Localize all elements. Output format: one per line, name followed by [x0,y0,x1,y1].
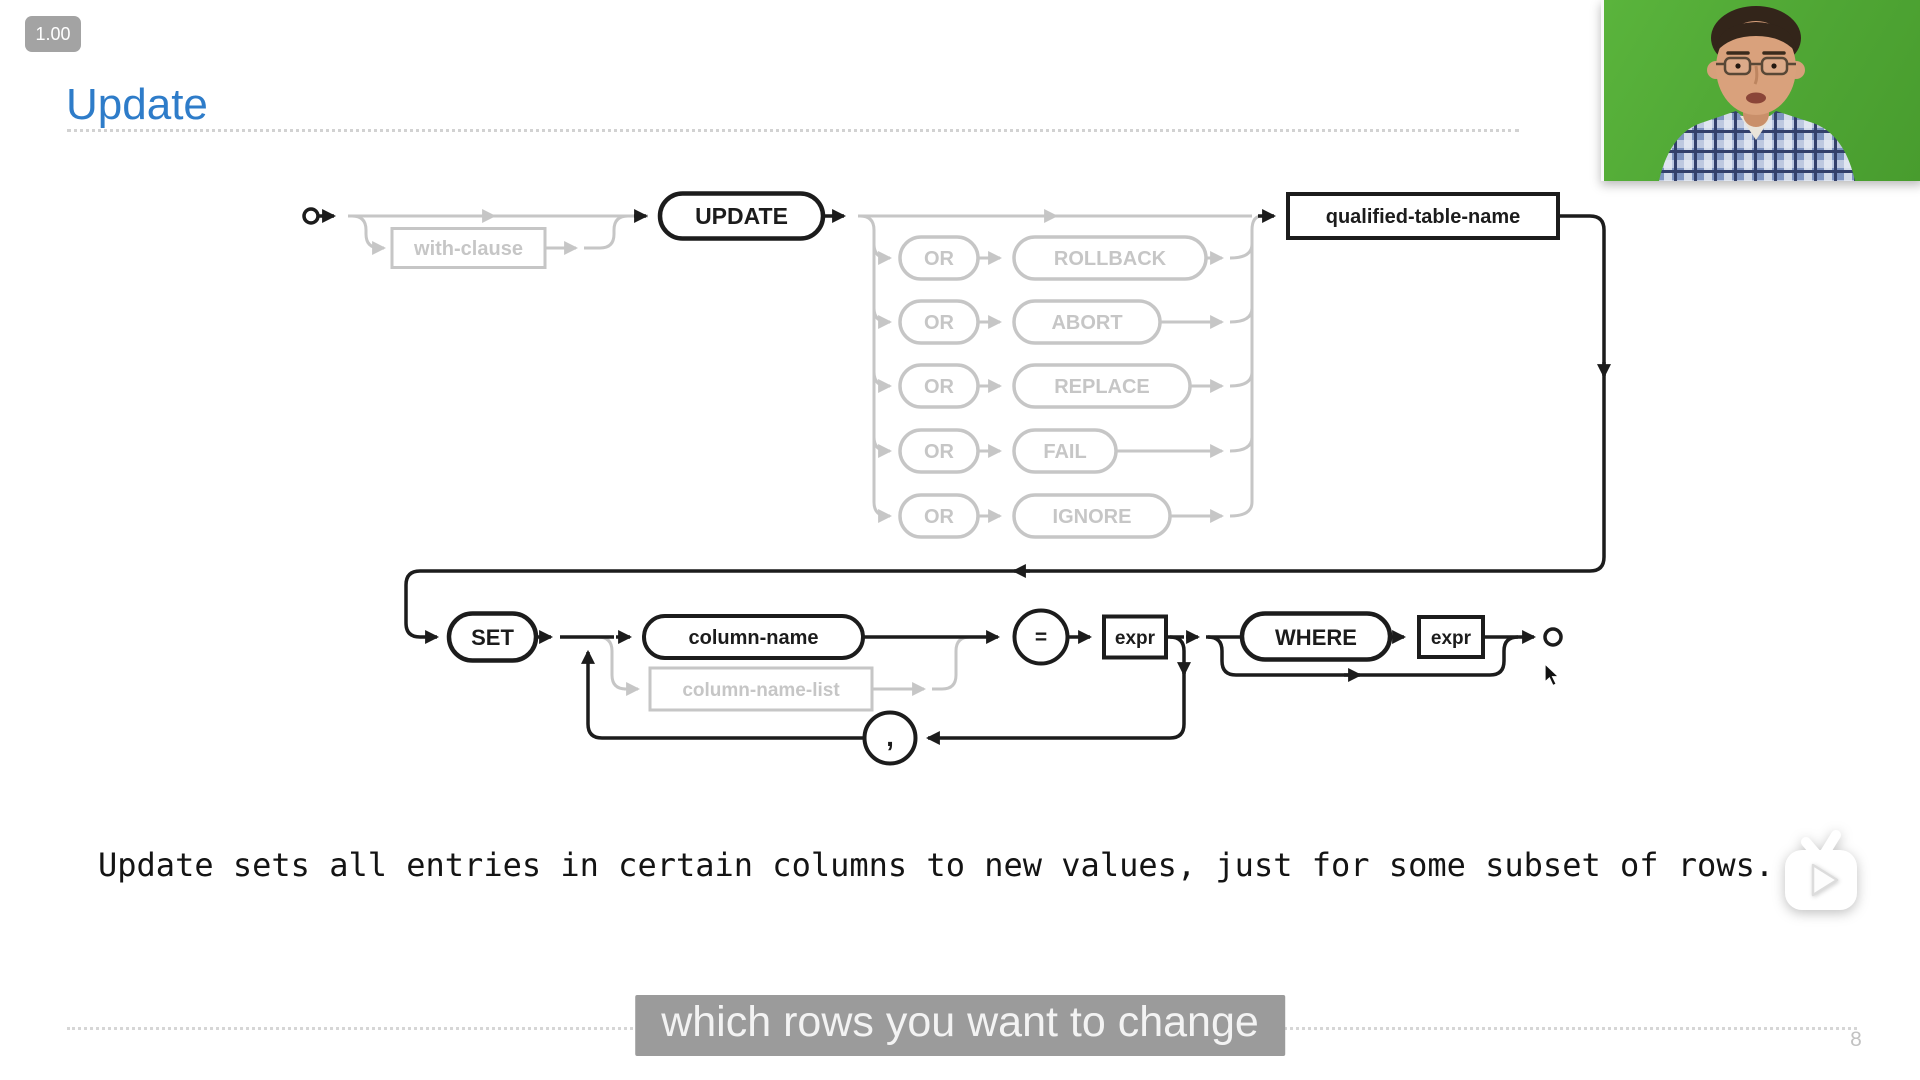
or-label: OR [924,376,955,398]
or-label: OR [924,248,955,270]
slide-body-text: Update sets all entries in certain colum… [98,846,1775,884]
or-pill [898,493,980,539]
column-name-pill [642,614,865,660]
or-pill [898,235,980,281]
set-pill [446,611,539,663]
tv-play-glyph [1785,830,1857,910]
presenter-figure [1659,6,1855,181]
replace-pill [1012,363,1192,409]
column-name-label: column-name [688,627,818,649]
webcam-video[interactable] [1601,0,1920,181]
or-pill [898,299,980,345]
rollback-pill [1012,235,1208,281]
title-divider [67,129,1519,132]
fail-pill [1012,428,1118,474]
column-name-list-label: column-name-list [682,680,840,701]
column-name-list-box [648,666,874,712]
rollback-label: ROLLBACK [1054,248,1167,270]
or-pill [898,363,980,409]
or-label: OR [924,441,955,463]
mouse-cursor-icon [1544,663,1561,687]
equals-circle [1012,608,1070,666]
ignore-label: IGNORE [1053,506,1132,528]
update-label: UPDATE [695,203,788,229]
page-number: 8 [1850,1028,1862,1051]
comma-label: , [886,721,894,752]
replace-label: REPLACE [1054,376,1150,398]
diagram-inactive-lines [348,209,1263,696]
or-label: OR [924,506,955,528]
with-clause-box [390,227,547,269]
diagram-inactive-nodes: with-clause OR OR OR OR OR ROLLBACK ABOR… [390,227,1208,712]
or-label: OR [924,312,955,334]
subtitle-caption: which rows you want to change [635,995,1285,1056]
equals-label: = [1035,626,1047,649]
diagram-active-lines [302,207,1611,745]
or-pill [898,428,980,474]
qualified-table-name-label: qualified-table-name [1326,206,1520,228]
presenter-shirt [1659,111,1855,181]
comma-circle [862,710,918,766]
expr-box [1102,614,1168,660]
expr2-box [1417,615,1485,659]
where-label: WHERE [1275,625,1357,650]
where-pill [1239,611,1393,662]
ignore-pill [1012,493,1172,539]
with-clause-label: with-clause [413,238,523,260]
diagram-active-nodes: UPDATE qualified-table-name SET column-n… [446,191,1560,766]
update-pill [657,191,826,241]
video-play-icon[interactable] [1776,824,1866,916]
qualified-table-name-box [1286,192,1560,240]
set-label: SET [471,625,514,650]
abort-label: ABORT [1051,312,1122,334]
expr-label: expr [1115,628,1156,649]
playback-speed-badge[interactable]: 1.00 [25,16,81,52]
abort-pill [1012,299,1162,345]
fail-label: FAIL [1043,441,1086,463]
page-title: Update [66,80,208,129]
expr2-label: expr [1431,628,1472,649]
